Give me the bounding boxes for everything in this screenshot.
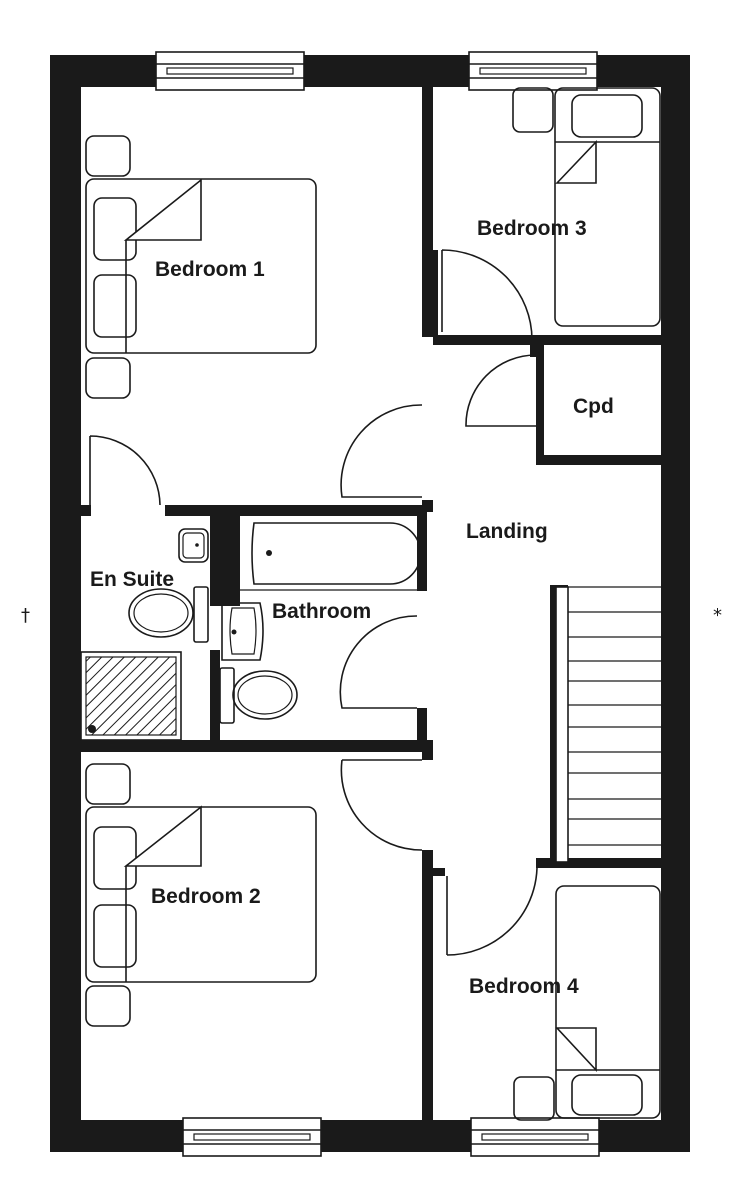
doors [89,249,538,956]
window-bedroom3 [468,51,598,91]
label-bedroom4: Bedroom 4 [469,975,579,998]
label-bedroom3: Bedroom 3 [477,217,587,240]
window-bedroom1 [155,51,305,91]
label-ensuite: En Suite [90,568,174,591]
marker-asterisk-right: * [713,605,722,626]
staircase [555,586,661,863]
label-landing: Landing [466,520,548,543]
window-bedroom2 [182,1117,322,1157]
ensuite-fixtures [80,528,209,741]
bed-double-bedroom2 [85,763,317,1027]
bed-double-bedroom1 [85,135,317,399]
label-bathroom: Bathroom [272,600,371,623]
bed-single-bedroom4 [513,885,661,1121]
room-labels: Bedroom 1 Bedroom 2 Bedroom 3 Bedroom 4 … [90,217,614,998]
interior-walls [81,87,661,1120]
label-bedroom1: Bedroom 1 [155,258,265,281]
window-bedroom4 [470,1117,600,1157]
label-cupboard: Cpd [573,395,614,418]
marker-dagger-left: † [21,605,30,626]
bathroom-fixtures [219,522,422,724]
label-bedroom2: Bedroom 2 [151,885,261,908]
bed-single-bedroom3 [512,87,661,327]
